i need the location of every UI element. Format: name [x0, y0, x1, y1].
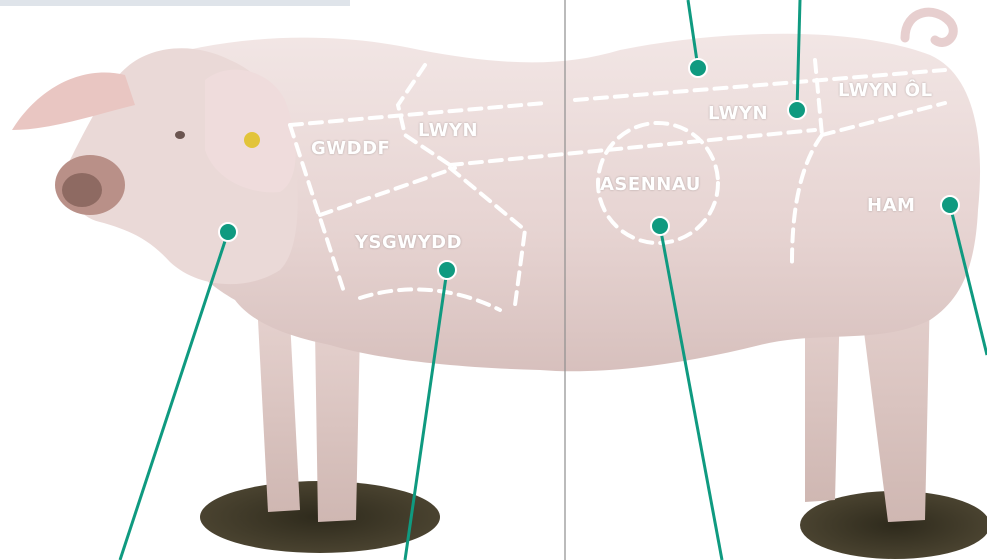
top-edge-strip — [0, 0, 350, 6]
pointer-dot-asennau — [651, 217, 669, 235]
eye — [175, 131, 185, 139]
tail — [905, 12, 953, 42]
label-gwddf: GWDDF — [311, 138, 390, 159]
label-ham: HAM — [867, 195, 915, 216]
label-lwyn-back: LWYN — [708, 103, 768, 124]
label-lwyn-front: LWYN — [418, 120, 478, 141]
pointer-dot-ysgwydd — [438, 261, 456, 279]
snout-tip — [62, 173, 102, 207]
label-asennau: ASENNAU — [600, 174, 701, 195]
label-ysgwydd: YSGWYDD — [355, 232, 462, 253]
pointer-dot-head — [219, 223, 237, 241]
front-leg — [315, 330, 360, 522]
pointer-dot-ham — [941, 196, 959, 214]
pointer-dot-lwyn-back — [788, 101, 806, 119]
label-lwyn-ol: LWYN ÔL — [838, 80, 933, 101]
ear-tag — [244, 132, 260, 148]
front-leg-back — [258, 320, 300, 512]
pointer-dot-lwyn-top — [689, 59, 707, 77]
